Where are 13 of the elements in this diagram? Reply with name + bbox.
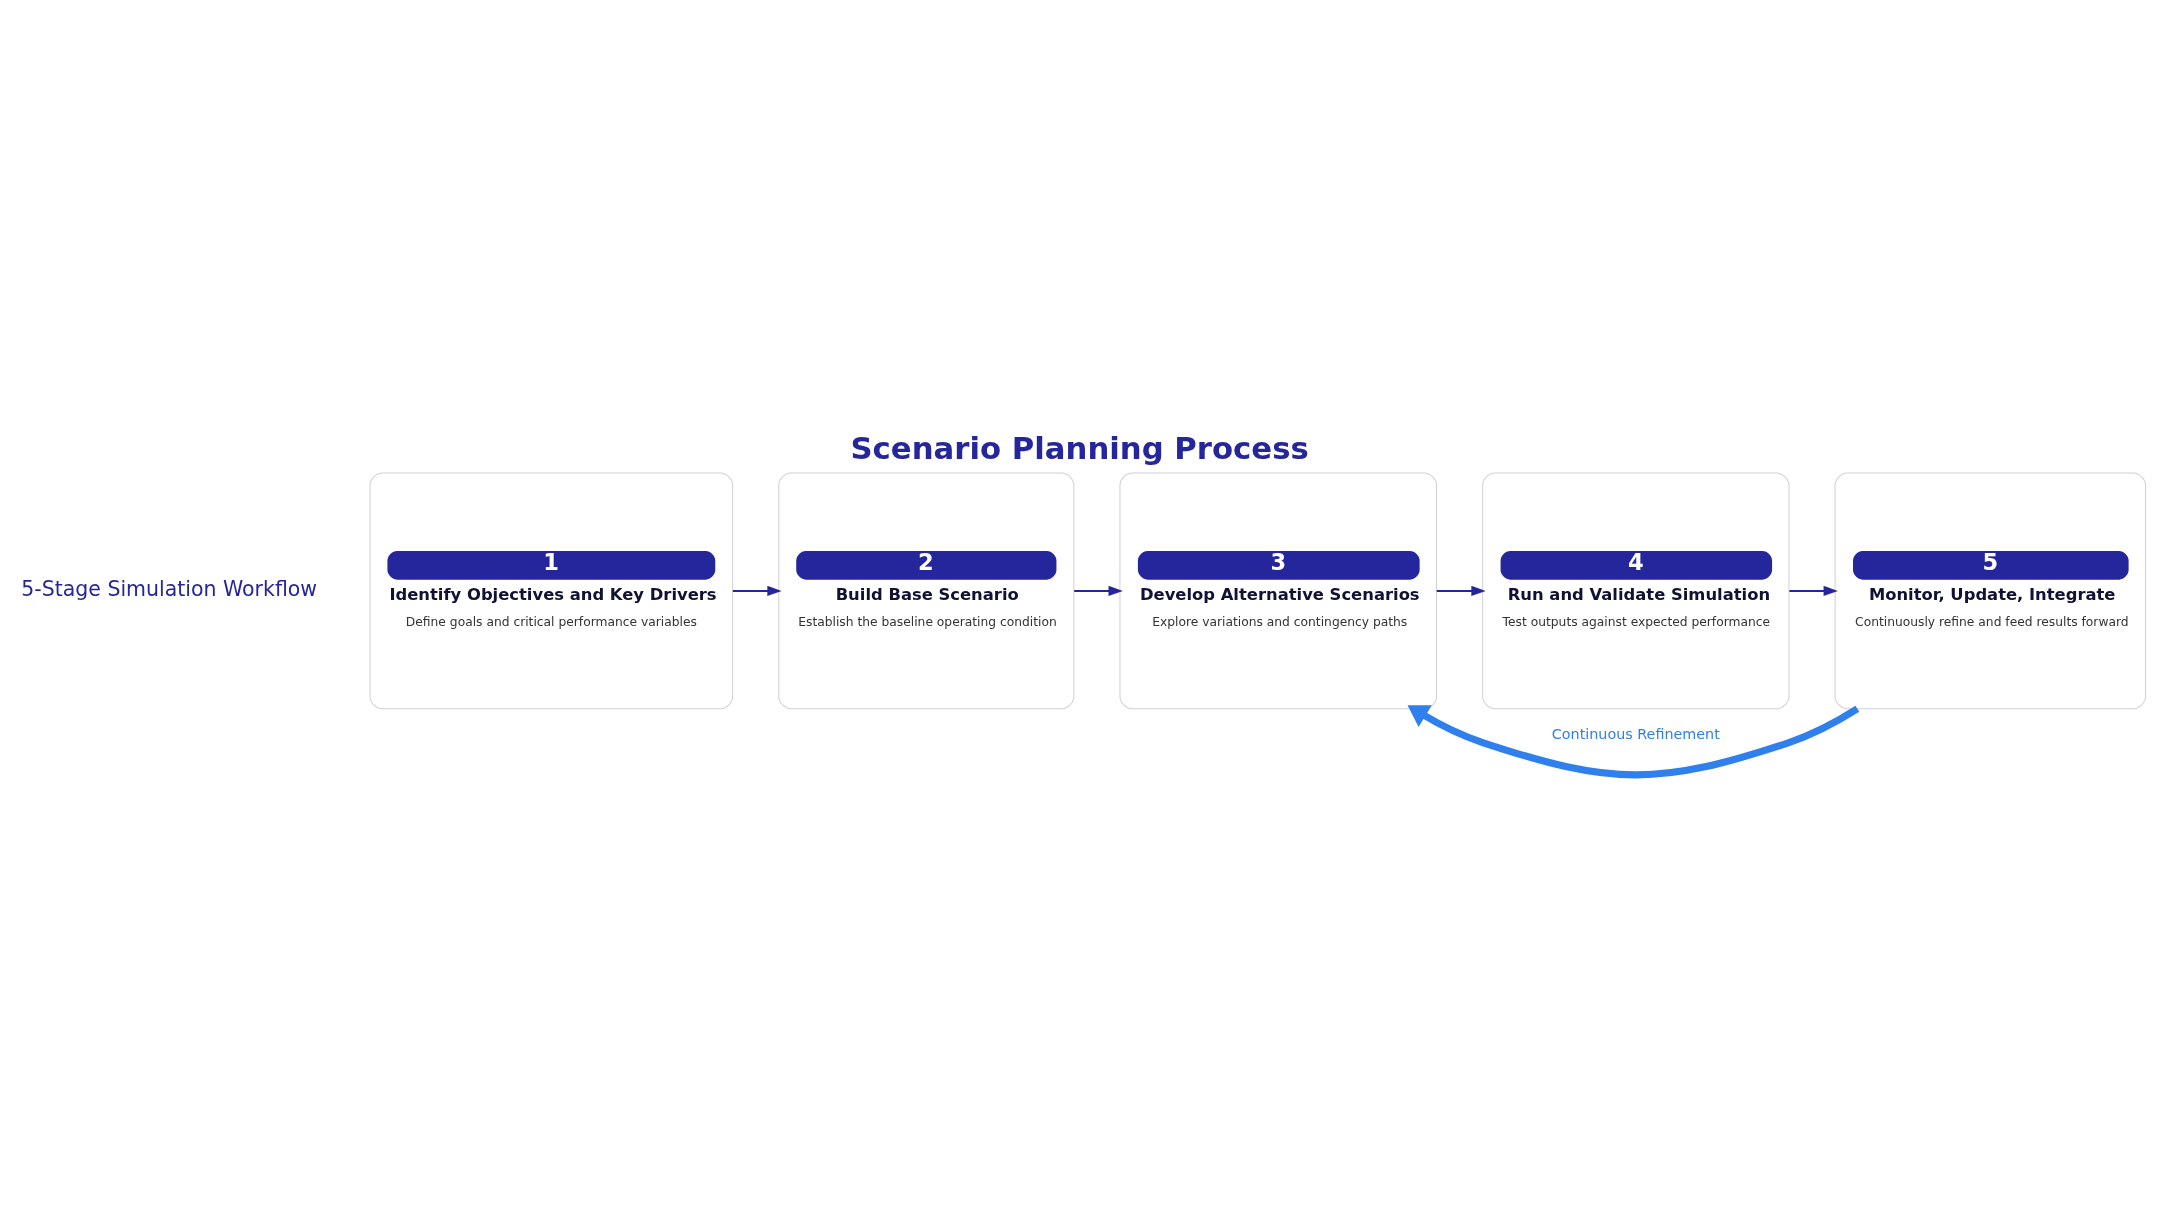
arrow bbox=[1074, 585, 1123, 596]
arrow bbox=[732, 585, 782, 596]
node-box: 5 Monitor, Update, Integrate Continuously refine and feed results forward bbox=[1834, 472, 2147, 710]
arrow bbox=[1407, 705, 1860, 779]
diagram-title: Scenario Planning Process bbox=[850, 429, 1309, 466]
node-box: 2 Build Base Scenario Establish the baseline operating condition bbox=[778, 472, 1075, 710]
label: 5-Stage Simulation Workflow bbox=[21, 577, 318, 602]
node-box: 1 Identify Objectives and Key Drivers Define goals and critical performance variables bbox=[369, 472, 734, 710]
node-box: 3 Develop Alternative Scenarios Explore variations and contingency paths bbox=[1119, 472, 1438, 710]
arrow bbox=[1789, 585, 1838, 596]
arrow bbox=[1436, 585, 1486, 596]
edge-label: Continuous Refinement bbox=[1551, 725, 1720, 742]
node-box: 4 Run and Validate Simulation Test outputs against expected performance bbox=[1482, 472, 1790, 710]
